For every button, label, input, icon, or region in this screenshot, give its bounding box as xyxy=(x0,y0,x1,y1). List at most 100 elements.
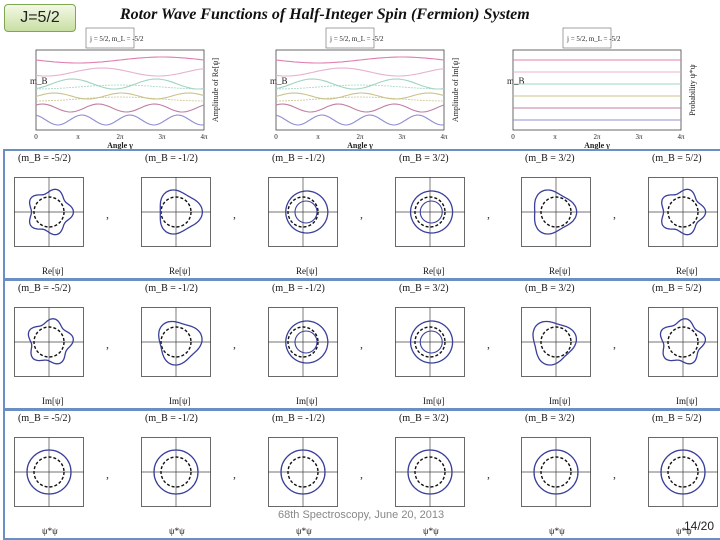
top-plot-x-tick: 0 xyxy=(34,133,38,141)
separator-comma: , xyxy=(106,337,109,351)
polar-panel-row-3: (m_B = -5/2)ψ*ψ,(m_B = -1/2)ψ*ψ,(m_B = -… xyxy=(3,409,720,540)
top-plot-left-axis-label: m_B xyxy=(507,76,525,86)
polar-xlabel: ψ*ψ xyxy=(296,526,312,536)
polar-xlabel: ψ*ψ xyxy=(676,526,692,536)
top-plot-x-tick: 2π xyxy=(116,133,124,141)
polar-plot xyxy=(268,177,338,247)
polar-cell: (m_B = -1/2) Re[ψ], xyxy=(135,151,253,278)
polar-plot xyxy=(268,437,338,507)
polar-plot xyxy=(14,437,84,507)
slide-badge: J=5/2 xyxy=(4,4,76,32)
separator-comma: , xyxy=(233,467,236,481)
top-plot-x-tick: π xyxy=(76,133,80,141)
top-plot-x-tick: 3π xyxy=(398,133,406,141)
polar-plot xyxy=(14,307,84,377)
polar-cell: (m_B = -5/2)Re[ψ], xyxy=(8,151,126,278)
polar-xlabel: Im[ψ] xyxy=(549,396,571,406)
polar-plot xyxy=(141,177,211,247)
polar-cell: (m_B = -1/2)ψ*ψ, xyxy=(262,411,380,538)
polar-plot xyxy=(14,177,84,247)
separator-comma: , xyxy=(233,207,236,221)
mB-label: (m_B = -5/2) xyxy=(18,283,71,294)
polar-cell: (m_B = -5/2) ψ*ψ, xyxy=(8,411,126,538)
slide-title: Rotor Wave Functions of Half-Integer Spi… xyxy=(120,6,530,23)
polar-plot xyxy=(141,437,211,507)
polar-plot xyxy=(648,307,718,377)
polar-xlabel: Re[ψ] xyxy=(549,266,571,276)
separator-comma: , xyxy=(487,467,490,481)
top-plot-x-tick: 3π xyxy=(635,133,643,141)
top-plot-x-tick: 0 xyxy=(274,133,278,141)
polar-xlabel: Re[ψ] xyxy=(676,266,698,276)
mB-label: (m_B = -1/2) xyxy=(145,153,198,164)
polar-cell: (m_B = -1/2) Im[ψ], xyxy=(135,281,253,408)
polar-cell: (m_B = 3/2)Re[ψ], xyxy=(515,151,633,278)
polar-plot xyxy=(648,177,718,247)
slide-footer: 68th Spectroscopy, June 20, 2013 xyxy=(278,509,445,521)
polar-cell: (m_B = 3/2)Re[ψ], xyxy=(389,151,507,278)
polar-xlabel: ψ*ψ xyxy=(42,526,58,536)
separator-comma: , xyxy=(613,467,616,481)
polar-plot xyxy=(141,307,211,377)
mB-label: (m_B = 3/2) xyxy=(399,413,449,424)
polar-cell: (m_B = -5/2) Im[ψ], xyxy=(8,281,126,408)
polar-xlabel: Im[ψ] xyxy=(296,396,318,406)
separator-comma: , xyxy=(360,207,363,221)
top-plot-xlabel: Angle γ xyxy=(584,141,610,149)
mB-label: (m_B = 5/2) xyxy=(652,153,702,164)
polar-cell: (m_B = 5/2) Re[ψ] xyxy=(642,151,720,278)
polar-plot xyxy=(648,437,718,507)
polar-xlabel: Im[ψ] xyxy=(423,396,445,406)
top-plot-x-tick: 2π xyxy=(356,133,364,141)
top-plot-x-tick: π xyxy=(316,133,320,141)
top-plot-ylabel: Probability ψ*ψ xyxy=(688,64,697,116)
polar-cell: (m_B = 3/2)ψ*ψ, xyxy=(515,411,633,538)
polar-plot xyxy=(521,307,591,377)
top-plot-left-axis-label: m_B xyxy=(30,76,48,86)
polar-xlabel: Re[ψ] xyxy=(296,266,318,276)
polar-cell: (m_B = 3/2)ψ*ψ, xyxy=(389,411,507,538)
polar-plot xyxy=(395,307,465,377)
top-plot-x-tick: 4π xyxy=(677,133,685,141)
separator-comma: , xyxy=(613,337,616,351)
polar-panel-row-2: (m_B = -5/2)Im[ψ],(m_B = -1/2)Im[ψ],(m_B… xyxy=(3,279,720,410)
polar-xlabel: Im[ψ] xyxy=(42,396,64,406)
polar-plot xyxy=(521,437,591,507)
mB-label: (m_B = 5/2) xyxy=(652,413,702,424)
mB-label: (m_B = -1/2) xyxy=(272,283,325,294)
mB-label: (m_B = -5/2) xyxy=(18,413,71,424)
polar-xlabel: Im[ψ] xyxy=(676,396,698,406)
polar-plot xyxy=(395,177,465,247)
mB-label: (m_B = 5/2) xyxy=(652,283,702,294)
page-number: 14/20 xyxy=(684,519,715,533)
polar-xlabel: Im[ψ] xyxy=(169,396,191,406)
top-plot-x-tick: 2π xyxy=(593,133,601,141)
top-plot-ylabel: Amplitude of Im[ψ] xyxy=(451,58,460,122)
mB-label: (m_B = 3/2) xyxy=(525,413,575,424)
mB-label: (m_B = 3/2) xyxy=(399,153,449,164)
separator-comma: , xyxy=(106,467,109,481)
top-plot-legend: j = 5/2, m_L = -5/2 xyxy=(566,35,621,43)
top-plot-legend: j = 5/2, m_L = -5/2 xyxy=(89,35,144,43)
mB-label: (m_B = 3/2) xyxy=(525,153,575,164)
polar-cell: (m_B = 5/2) Im[ψ] xyxy=(642,281,720,408)
separator-comma: , xyxy=(233,337,236,351)
mB-label: (m_B = -1/2) xyxy=(145,413,198,424)
mB-label: (m_B = -1/2) xyxy=(272,413,325,424)
top-plot-legend: j = 5/2, m_L = -5/2 xyxy=(329,35,384,43)
polar-plot xyxy=(268,307,338,377)
polar-cell: (m_B = 5/2) ψ*ψ xyxy=(642,411,720,538)
separator-comma: , xyxy=(487,337,490,351)
polar-panel-row-1: (m_B = -5/2)Re[ψ],(m_B = -1/2)Re[ψ],(m_B… xyxy=(3,149,720,280)
polar-xlabel: ψ*ψ xyxy=(169,526,185,536)
top-plot-xlabel: Angle γ xyxy=(347,141,373,149)
polar-cell: (m_B = -1/2) ψ*ψ, xyxy=(135,411,253,538)
mB-label: (m_B = -1/2) xyxy=(145,283,198,294)
polar-xlabel: Re[ψ] xyxy=(169,266,191,276)
mB-label: (m_B = 3/2) xyxy=(525,283,575,294)
top-plot-x-tick: 4π xyxy=(440,133,448,141)
top-plot-x-tick: 4π xyxy=(200,133,208,141)
